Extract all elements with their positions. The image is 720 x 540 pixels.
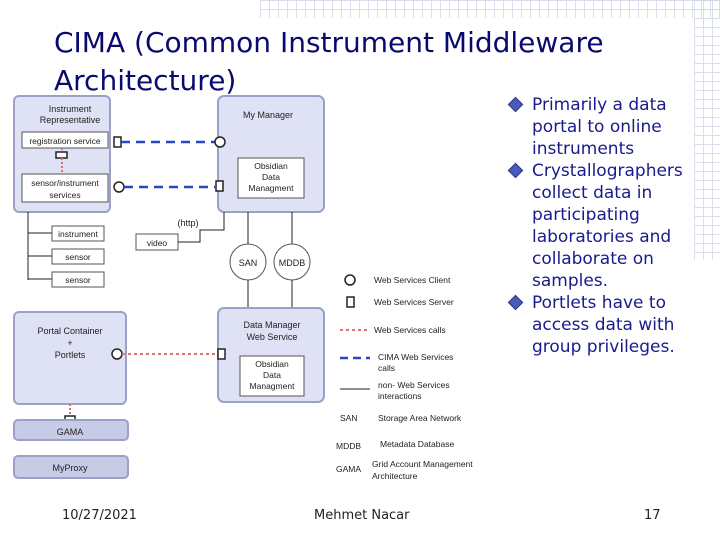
header-grid-decoration — [260, 0, 720, 18]
legend-gama-desc-1: Grid Account Management — [372, 459, 473, 469]
portal-container-line-2: + — [67, 338, 72, 348]
legend-gama-desc-2: Architecture — [372, 471, 418, 481]
gama-box — [13, 419, 129, 441]
bullet-item: Portlets have to access data with group … — [507, 292, 713, 358]
diamond-bullet-icon — [507, 96, 524, 113]
footer-author: Mehmet Nacar — [314, 508, 410, 523]
legend-ws-server: Web Services Server — [374, 297, 454, 307]
myproxy-box — [13, 455, 129, 479]
sensor-services-label-1: sensor/instrument — [31, 178, 99, 188]
side-grid-decoration — [694, 0, 720, 260]
myproxy-label: MyProxy — [52, 463, 88, 473]
legend-san-abbr: SAN — [340, 413, 357, 423]
legend-cima-calls-1: CIMA Web Services — [378, 352, 453, 362]
legend-mddb-abbr: MDDB — [336, 441, 361, 451]
sensor-services-box — [21, 173, 109, 203]
data-manager-line-1: Data Manager — [243, 320, 300, 330]
my-manager-server-square — [215, 180, 224, 192]
my-manager-obsidian-2: Data — [262, 172, 280, 182]
data-manager-obsidian-2: Data — [263, 370, 281, 380]
legend-non-ws-1: non- Web Services — [378, 380, 450, 390]
slide-title: CIMA (Common Instrument Middleware Archi… — [54, 26, 604, 97]
sensor-label-1: sensor — [65, 252, 91, 262]
diamond-bullet-icon — [507, 162, 524, 179]
my-manager-obsidian-1: Obsidian — [254, 161, 288, 171]
instrument-box — [51, 225, 105, 242]
registration-service-label: registration service — [29, 136, 101, 146]
legend-client-circle — [344, 274, 356, 286]
legend-mddb-desc: Metadata Database — [380, 439, 454, 449]
my-manager-obsidian-box — [237, 157, 305, 199]
gama-label: GAMA — [57, 427, 84, 437]
inst-rep-server-square-1 — [113, 136, 122, 148]
data-manager-obsidian-1: Obsidian — [255, 359, 289, 369]
legend-ws-calls: Web Services calls — [374, 325, 446, 335]
portal-client-circle — [111, 348, 123, 360]
footer-page-number: 17 — [644, 508, 661, 523]
legend-san-desc: Storage Area Network — [378, 413, 462, 423]
my-manager-obsidian-3: Managment — [249, 183, 295, 193]
inst-rep-client-circle — [113, 181, 125, 193]
my-manager-client-circle — [214, 136, 226, 148]
registration-service-box — [21, 131, 109, 149]
instrument-rep-title-1: Instrument — [49, 104, 92, 114]
instrument-rep-title-2: Representative — [40, 115, 101, 125]
mddb-label: MDDB — [279, 258, 306, 268]
san-label: SAN — [239, 258, 258, 268]
sensor-label-2: sensor — [65, 275, 91, 285]
bullet-item: Primarily a data portal to online instru… — [507, 94, 713, 160]
legend-non-ws-2: interactions — [378, 391, 421, 401]
data-manager-line-2: Web Service — [247, 332, 298, 342]
footer-date: 10/27/2021 — [62, 508, 137, 523]
sensor-services-label-2: services — [49, 190, 80, 200]
video-label: video — [147, 238, 168, 248]
sensor-box-2 — [51, 271, 105, 288]
sensor-box-1 — [51, 248, 105, 265]
legend-cima-calls-2: calls — [378, 363, 395, 373]
diamond-bullet-icon — [507, 294, 524, 311]
http-label: (http) — [177, 218, 198, 228]
bullet-list: Primarily a data portal to online instru… — [507, 94, 713, 358]
registration-server-square — [55, 151, 68, 159]
instrument-label: instrument — [58, 229, 98, 239]
my-manager-title: My Manager — [243, 110, 293, 120]
architecture-diagram: Instrument Representative registration s… — [13, 95, 473, 481]
portal-container-line-3: Portlets — [55, 350, 86, 360]
portal-container-line-1: Portal Container — [37, 326, 102, 336]
bullet-item: Crystallographers collect data in partic… — [507, 160, 713, 292]
data-manager-obsidian-box — [239, 355, 305, 397]
legend-ws-client: Web Services Client — [374, 275, 451, 285]
legend-gama-abbr: GAMA — [336, 464, 361, 474]
legend-server-square — [346, 296, 355, 308]
data-manager-obsidian-3: Managment — [250, 381, 296, 391]
data-manager-server-square — [217, 348, 226, 360]
